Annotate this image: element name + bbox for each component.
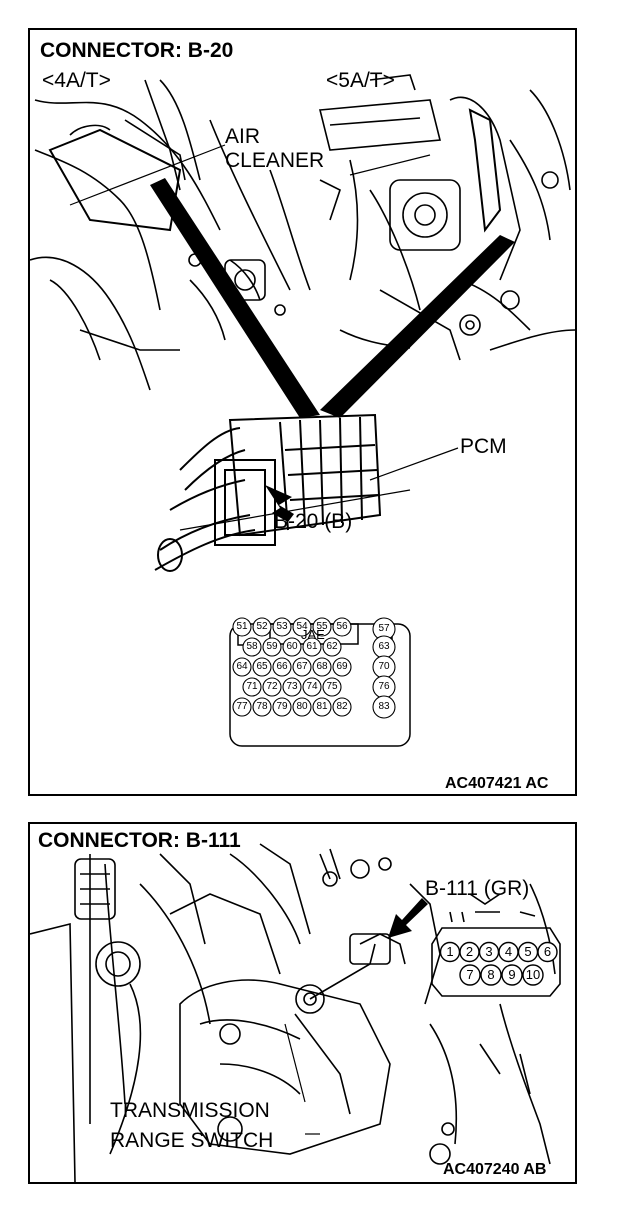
b20-pin-81-circle bbox=[312, 697, 332, 717]
b20-pin-79-circle bbox=[272, 697, 292, 717]
diagram-code: AC407421 AC bbox=[445, 775, 549, 792]
b20-pin-68-circle bbox=[312, 657, 332, 677]
range-switch-label-line1: TRANSMISSION bbox=[110, 1099, 270, 1122]
engine-bay-illustration bbox=[30, 74, 575, 747]
b20-pin-53: 53 bbox=[276, 620, 288, 632]
b111-pin-9-circle bbox=[501, 964, 523, 986]
b20-pin-75: 75 bbox=[326, 680, 338, 692]
b111-pin-8-circle bbox=[480, 964, 502, 986]
b111-pin-7-circle bbox=[459, 964, 481, 986]
b20-pin-83-circle bbox=[372, 695, 396, 719]
b111-pin-10-circle bbox=[522, 964, 544, 986]
b20-pin-53-circle bbox=[272, 617, 292, 637]
b20-pin-61-circle bbox=[302, 637, 322, 657]
b20-pin-57: 57 bbox=[378, 622, 390, 634]
b20-pin-59-circle bbox=[262, 637, 282, 657]
b20-pin-58-circle bbox=[242, 637, 262, 657]
b20-pin-52-circle bbox=[252, 617, 272, 637]
b20-pin-62-circle bbox=[322, 637, 342, 657]
b20-pin-56: 56 bbox=[336, 620, 348, 632]
b20-pin-60: 60 bbox=[286, 640, 298, 652]
connector-b111-panel: CONNECTOR: B-111 B-111 (GR) TRANSMISSION… bbox=[28, 822, 577, 1184]
connector-b20-ref: B-20 (B) bbox=[274, 510, 353, 533]
b20-pin-69: 69 bbox=[336, 660, 348, 672]
connector-b20-panel: CONNECTOR: B-20 <4A/T> <5A/T> AIR CLEANE… bbox=[28, 28, 577, 796]
b20-pin-78-circle bbox=[252, 697, 272, 717]
b20-pin-71: 71 bbox=[246, 680, 258, 692]
b20-pin-77: 77 bbox=[236, 700, 248, 712]
b111-pin-4: 4 bbox=[504, 943, 513, 959]
b20-pin-61: 61 bbox=[306, 640, 318, 652]
b111-pin-9: 9 bbox=[508, 966, 516, 982]
b20-pin-52: 52 bbox=[256, 620, 268, 632]
b20-pin-66: 66 bbox=[276, 660, 288, 672]
pcm-label: PCM bbox=[460, 435, 507, 458]
b20-pin-75-circle bbox=[322, 677, 342, 697]
b111-pin-7: 7 bbox=[466, 966, 474, 982]
b20-pin-55: 55 bbox=[316, 620, 328, 632]
b20-pin-62: 62 bbox=[326, 640, 338, 652]
b20-pin-64: 64 bbox=[236, 660, 248, 672]
b20-pin-51: 51 bbox=[236, 620, 248, 632]
diagram-code: AC407240 AB bbox=[443, 1161, 547, 1178]
b20-pin-55-circle bbox=[312, 617, 332, 637]
b20-pin-73: 73 bbox=[286, 680, 298, 692]
b20-pin-68: 68 bbox=[316, 660, 328, 672]
b20-pin-70: 70 bbox=[378, 660, 390, 672]
b20-pin-64-circle bbox=[232, 657, 252, 677]
b20-pin-54: 54 bbox=[296, 620, 308, 632]
b20-pin-66-circle bbox=[272, 657, 292, 677]
b20-pin-51-circle bbox=[232, 617, 252, 637]
b20-pin-80-circle bbox=[292, 697, 312, 717]
variant-4at-label: <4A/T> bbox=[42, 69, 111, 92]
b20-pin-73-circle bbox=[282, 677, 302, 697]
b20-pin-74: 74 bbox=[306, 680, 318, 692]
b20-pin-78: 78 bbox=[256, 700, 268, 712]
b20-pin-59: 59 bbox=[266, 640, 278, 652]
b20-pin-65: 65 bbox=[256, 660, 268, 672]
connector-brand-label: JAE bbox=[301, 627, 325, 642]
b20-pin-82: 82 bbox=[336, 700, 348, 712]
b20-pin-63: 63 bbox=[378, 640, 390, 652]
b20-pin-69-circle bbox=[332, 657, 352, 677]
b111-pin-1: 1 bbox=[446, 943, 454, 959]
b20-pin-81: 81 bbox=[316, 700, 328, 712]
b20-pin-67: 67 bbox=[296, 660, 308, 672]
b20-pin-56-circle bbox=[332, 617, 352, 637]
b20-pin-72-circle bbox=[262, 677, 282, 697]
b20-pin-72: 72 bbox=[266, 680, 278, 692]
b20-pin-77-circle bbox=[232, 697, 252, 717]
range-switch-label-line2: RANGE SWITCH bbox=[110, 1129, 274, 1152]
b111-pin-10: 10 bbox=[525, 966, 541, 982]
connector-b20-title: CONNECTOR: B-20 bbox=[40, 39, 234, 62]
b111-pin-6-circle bbox=[537, 941, 558, 963]
air-cleaner-label-line2: CLEANER bbox=[225, 149, 325, 172]
b20-pin-83: 83 bbox=[378, 700, 390, 712]
b111-pin-8: 8 bbox=[487, 966, 495, 982]
b20-pin-58: 58 bbox=[246, 640, 258, 652]
b20-pin-74-circle bbox=[302, 677, 322, 697]
b111-pin-3: 3 bbox=[485, 943, 493, 959]
b20-pin-76: 76 bbox=[378, 680, 390, 692]
connector-b111-ref: B-111 (GR) bbox=[425, 877, 530, 900]
connector-b111-title: CONNECTOR: B-111 bbox=[38, 829, 241, 852]
b111-pin-5: 5 bbox=[524, 943, 532, 959]
b20-pin-71-circle bbox=[242, 677, 262, 697]
transmission-illustration bbox=[30, 843, 561, 1182]
b20-pin-67-circle bbox=[292, 657, 312, 677]
b20-pin-80: 80 bbox=[296, 700, 308, 712]
b20-pin-54-circle bbox=[292, 617, 312, 637]
b20-pin-82-circle bbox=[332, 697, 352, 717]
variant-5at-label: <5A/T> bbox=[326, 69, 395, 92]
b111-pin-2: 2 bbox=[465, 943, 474, 959]
b20-pin-79: 79 bbox=[276, 700, 288, 712]
b20-pin-60-circle bbox=[282, 637, 302, 657]
air-cleaner-label-line1: AIR bbox=[225, 125, 261, 148]
b111-pin-6: 6 bbox=[543, 943, 552, 959]
b20-pin-65-circle bbox=[252, 657, 272, 677]
